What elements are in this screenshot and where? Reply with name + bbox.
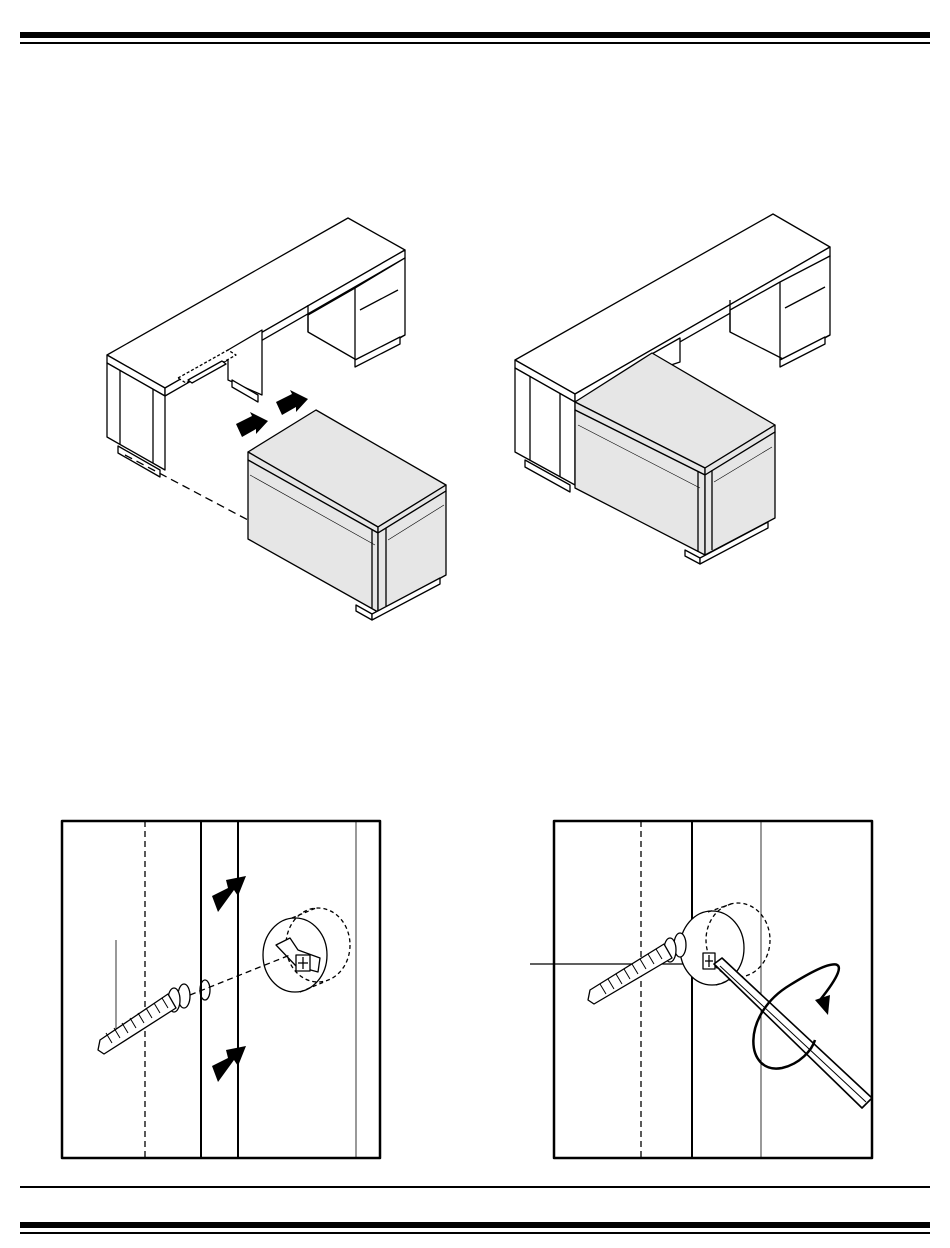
connector-insert-detail-figure — [60, 819, 383, 1161]
push-arrow-icon — [236, 412, 268, 437]
desk-return-after-figure — [508, 205, 838, 575]
footer-rule-thick — [20, 1222, 930, 1228]
header-rule-thin — [20, 42, 930, 44]
push-arrow-icon — [276, 390, 308, 415]
footer-rule-thin-top — [20, 1186, 930, 1188]
desk-return-before-figure — [95, 205, 465, 635]
header-rule-thick — [20, 32, 930, 38]
cam-lock-tighten-detail-figure — [528, 819, 876, 1161]
footer-rule-thin-bottom — [20, 1232, 930, 1234]
